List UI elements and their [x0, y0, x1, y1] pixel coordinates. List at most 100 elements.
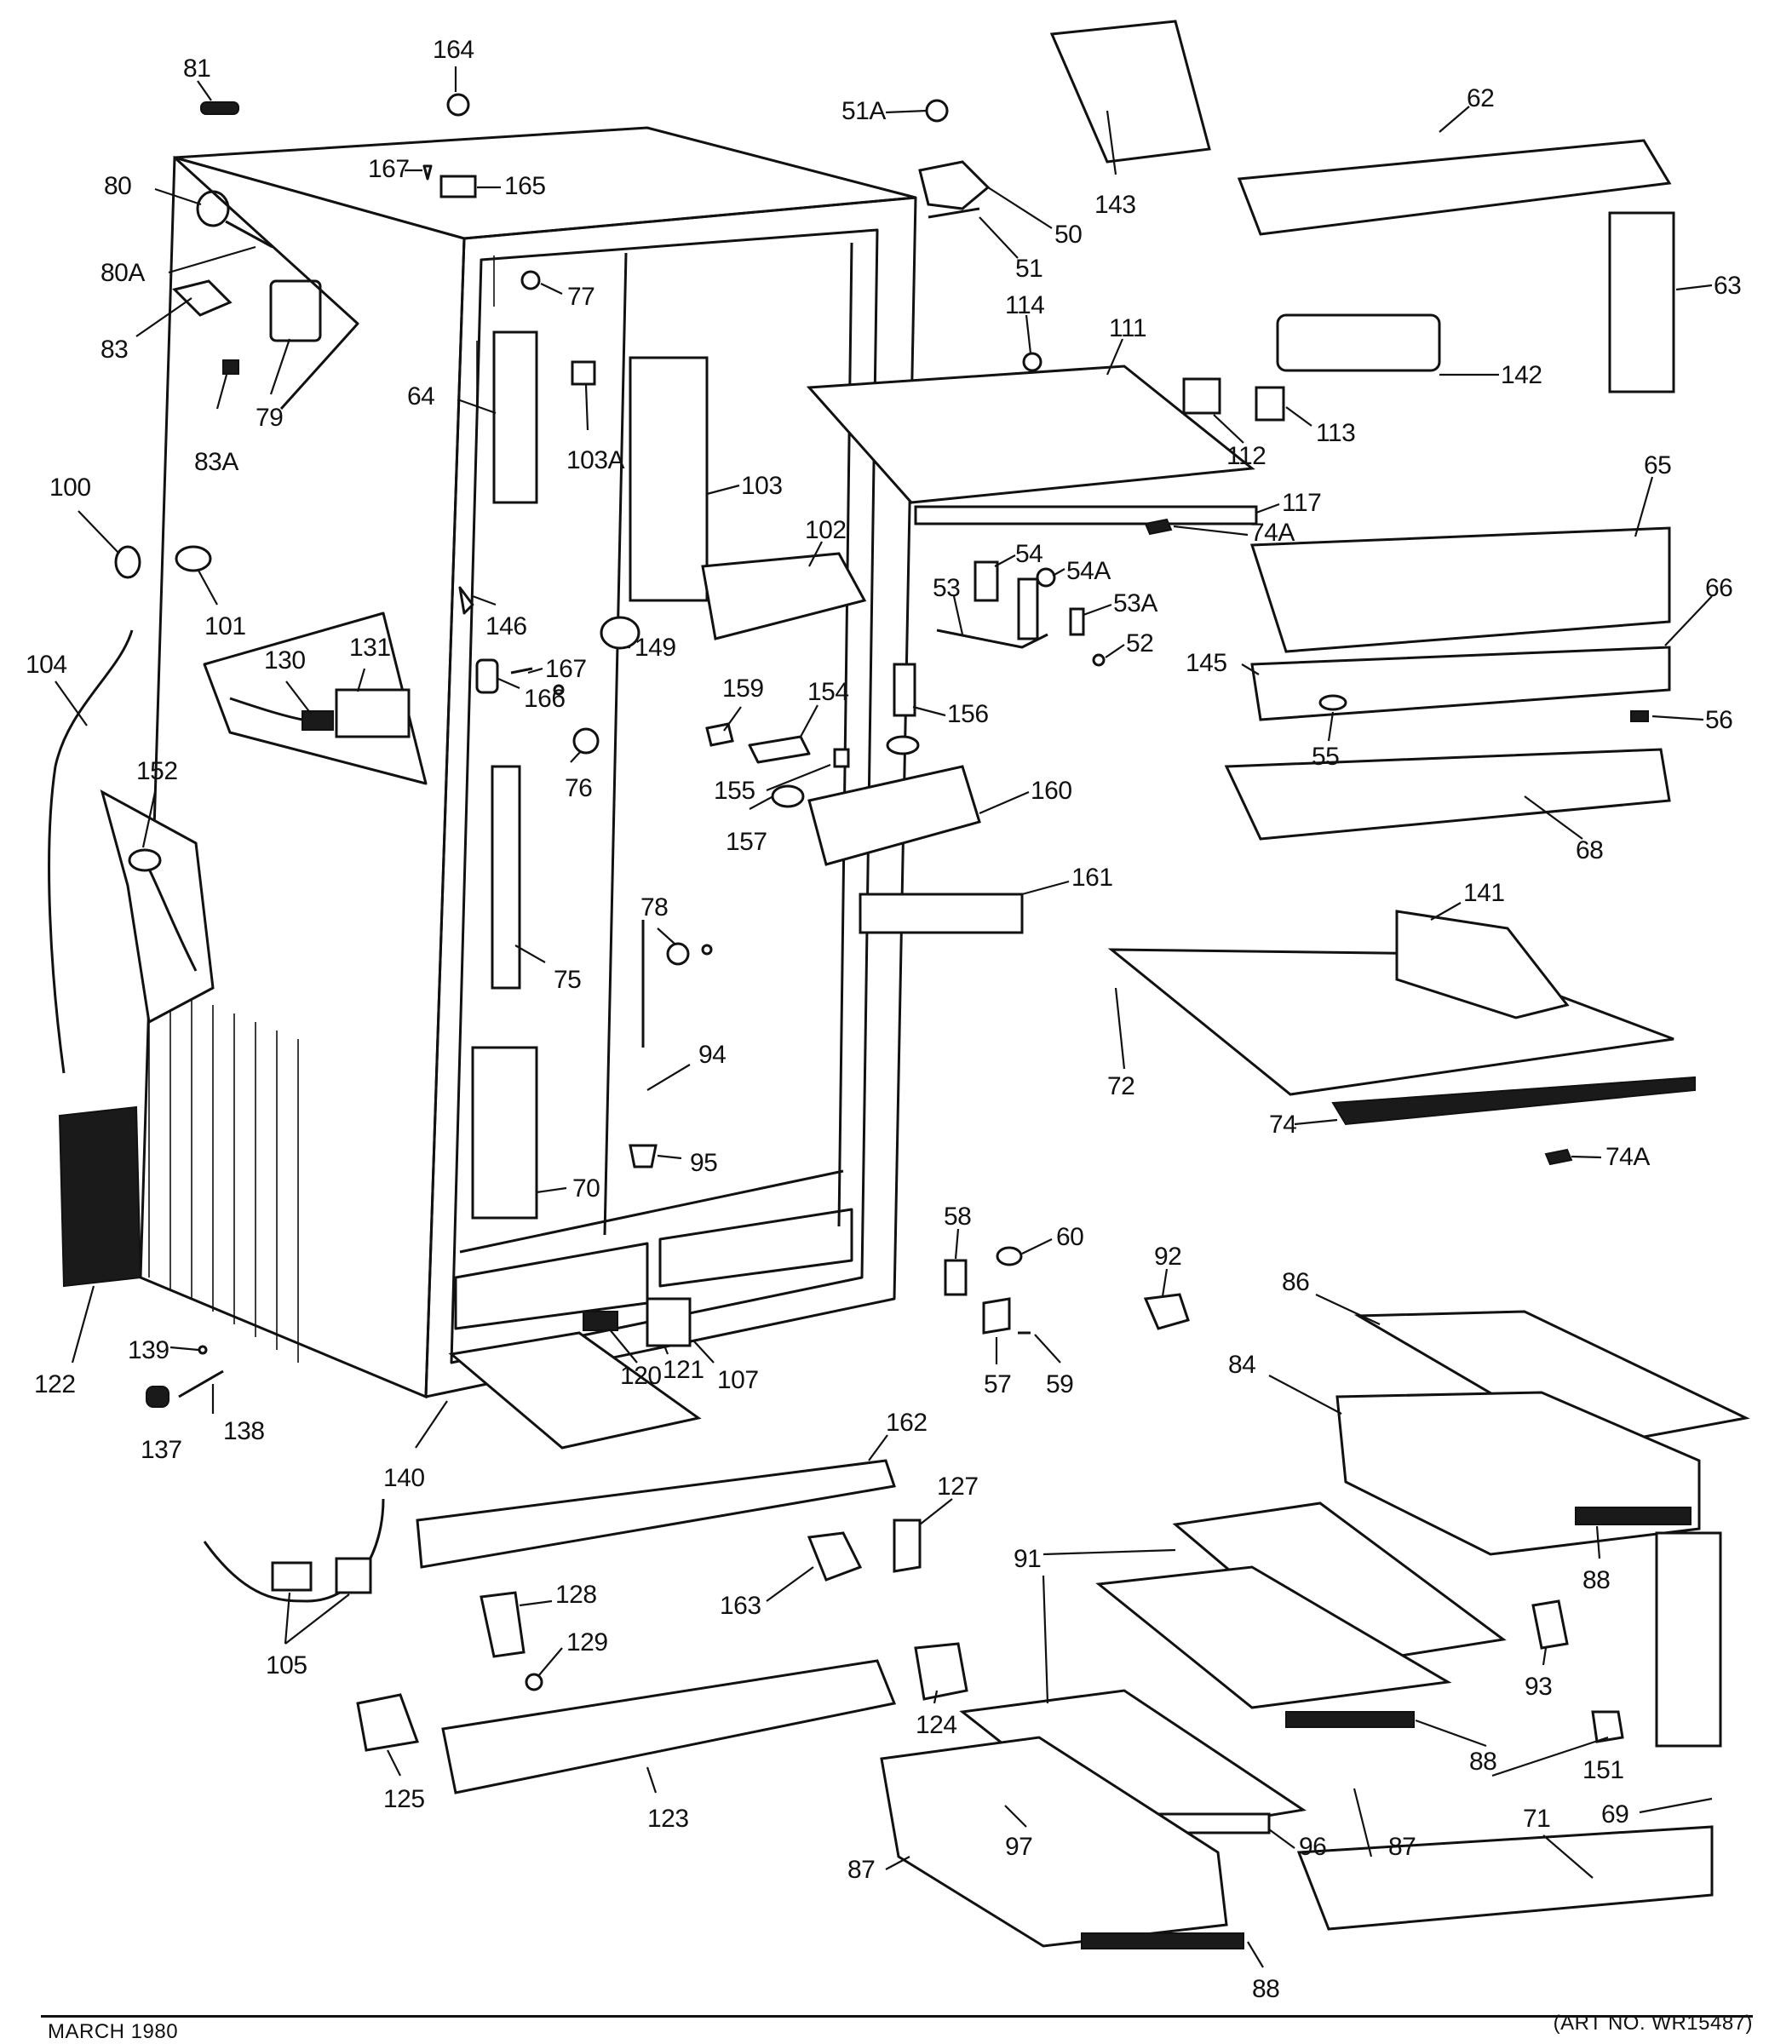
part-122-panel	[58, 1105, 142, 1288]
part-141-ice-bin	[1395, 910, 1570, 1019]
freezer-interior-parts	[458, 270, 867, 1220]
callout-88a: 88	[1582, 1566, 1610, 1594]
callout-66: 66	[1705, 574, 1732, 602]
callout-54: 54	[1015, 540, 1042, 568]
callout-87a: 87	[847, 1856, 875, 1884]
callout-88c: 88	[1252, 1975, 1279, 2003]
callout-65: 65	[1644, 451, 1671, 479]
part-80A-shaft	[225, 220, 273, 249]
door-hardware	[944, 1246, 1190, 1335]
part-129-screw	[525, 1673, 543, 1691]
callout-63: 63	[1714, 272, 1741, 300]
temperature-control	[705, 663, 1024, 934]
part-143-bin	[1049, 20, 1211, 164]
part-142-ice-tray	[1276, 313, 1441, 372]
part-52-screw	[1092, 653, 1106, 667]
callout-159: 159	[722, 675, 764, 703]
part-164-plug	[446, 93, 470, 117]
callout-68: 68	[1576, 836, 1603, 864]
part-50-hinge	[918, 160, 991, 210]
callout-62: 62	[1467, 84, 1494, 112]
part-138-rod	[178, 1369, 224, 1398]
callout-74A: 74A	[1250, 519, 1295, 547]
part-156-probe	[893, 663, 916, 717]
part-92-cam	[1143, 1293, 1190, 1330]
callout-161: 161	[1071, 864, 1113, 892]
part-161-nameplate	[859, 893, 1024, 934]
part-137-roller	[146, 1386, 169, 1408]
callout-155: 155	[714, 777, 755, 805]
part-70-rail	[471, 1046, 538, 1220]
callout-87b: 87	[1388, 1833, 1416, 1861]
callout-142: 142	[1501, 361, 1542, 389]
callout-145: 145	[1186, 649, 1227, 677]
callout-86: 86	[1282, 1268, 1309, 1296]
callout-122: 122	[34, 1370, 76, 1398]
callout-141: 141	[1463, 879, 1505, 907]
callout-51A: 51A	[841, 97, 886, 125]
part-160-housing	[807, 765, 981, 866]
footer-art-number: (ART NO. WR15487)	[1553, 2012, 1753, 2035]
part-105-cord	[203, 1498, 385, 1603]
callout-111: 111	[1109, 314, 1146, 342]
callout-74: 74	[1269, 1111, 1296, 1139]
part-54A-washer	[1036, 567, 1056, 588]
part-58-plate	[944, 1259, 968, 1296]
callout-137: 137	[141, 1436, 182, 1464]
part-51-hinge-pin	[928, 207, 980, 219]
callout-88b: 88	[1469, 1748, 1496, 1776]
callout-59: 59	[1046, 1370, 1073, 1398]
part-88-handle	[1081, 1932, 1244, 1949]
part-155-cap	[833, 748, 850, 768]
part-120-bracket	[583, 1311, 618, 1331]
control-outline	[173, 156, 359, 411]
part-140-tray	[448, 1331, 702, 1450]
part-117-trim	[914, 505, 1258, 525]
callout-74Ab: 74A	[1605, 1143, 1650, 1171]
callout-83: 83	[101, 336, 128, 364]
callout-52: 52	[1126, 629, 1153, 657]
callout-84: 84	[1228, 1351, 1255, 1379]
callout-72: 72	[1107, 1072, 1134, 1100]
part-55-plug	[1318, 694, 1347, 711]
callout-83A: 83A	[194, 448, 238, 476]
door-shelves	[1224, 526, 1671, 841]
part-57-hinge	[982, 1297, 1011, 1335]
part-72-shelf	[1107, 948, 1674, 1096]
callout-123: 123	[647, 1805, 689, 1833]
part-79-housing	[269, 279, 322, 342]
callout-94: 94	[698, 1041, 726, 1069]
part-124-bracket	[914, 1642, 968, 1701]
callout-81: 81	[183, 55, 210, 83]
part-76-plug	[572, 727, 600, 755]
part-53A-pin	[1069, 607, 1085, 636]
part-103A-plate	[571, 360, 596, 386]
part-131-switch	[335, 688, 411, 738]
part-165-plate	[439, 175, 477, 198]
part-53-hinge-arm	[1017, 577, 1039, 640]
callout-104: 104	[26, 651, 67, 679]
part-83A-clip	[222, 359, 239, 375]
callout-101: 101	[204, 612, 246, 640]
part-68-rail	[1224, 748, 1671, 841]
callout-78: 78	[640, 893, 668, 922]
top-left-hardware	[48, 93, 477, 1074]
callout-69: 69	[1601, 1800, 1628, 1829]
callout-80: 80	[104, 172, 131, 200]
callout-162: 162	[886, 1409, 928, 1437]
leader-lines	[55, 66, 1713, 1968]
part-167-screw	[510, 667, 533, 675]
part-114-screw	[1022, 352, 1042, 372]
part-60-bushing	[996, 1246, 1023, 1266]
freezer-shelf	[1107, 910, 1696, 1166]
callout-50: 50	[1054, 221, 1082, 249]
fresh-food-upper	[806, 20, 1675, 536]
part-146-clip	[458, 586, 474, 615]
callout-117: 117	[1282, 489, 1321, 517]
callout-157: 157	[726, 828, 767, 856]
callout-152: 152	[136, 757, 178, 785]
part-121-cover	[646, 1297, 692, 1347]
callout-143: 143	[1094, 191, 1136, 219]
part-54-plate	[974, 560, 999, 602]
callout-129: 129	[566, 1628, 608, 1656]
